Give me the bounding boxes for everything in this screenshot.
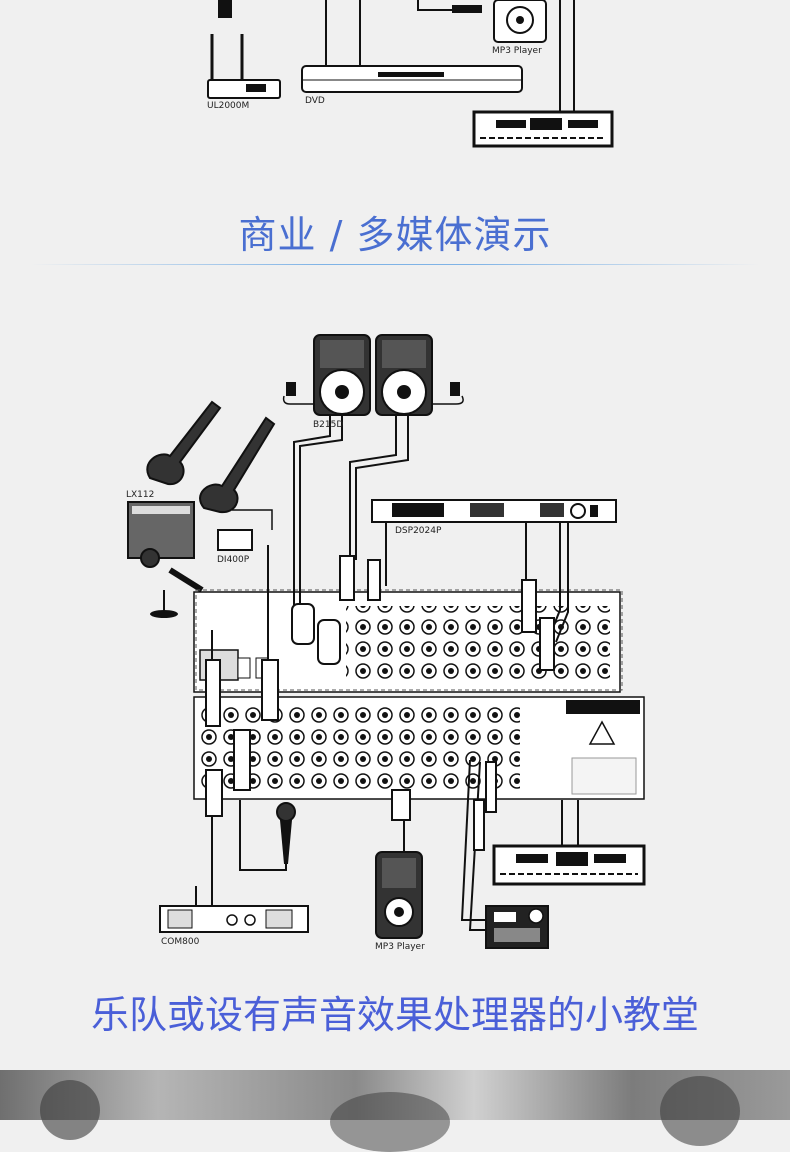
power-plug-left [282, 382, 314, 405]
b215d-speaker-left [313, 334, 371, 416]
connectors [205, 555, 555, 851]
section1-heading: 商业 / 多媒体演示 [238, 213, 552, 257]
com800-label: COM800 [161, 937, 200, 947]
connection-diagram [127, 0, 646, 949]
mp3-player-bottom [375, 830, 423, 939]
bass-guitar [199, 416, 276, 514]
section-divider [30, 264, 760, 265]
b215d-label: B215D [313, 420, 344, 430]
ul2000m-receiver [207, 0, 281, 99]
photo-silhouette [330, 1092, 450, 1152]
mixer-rear-panel [193, 589, 623, 693]
com800-compressor [159, 886, 309, 933]
power-plug-right [432, 382, 464, 405]
electric-guitar [146, 400, 222, 486]
mp3-player-top-label: MP3 Player [492, 46, 542, 56]
di400p-di-box [217, 509, 273, 551]
concert-photo-strip [0, 1070, 790, 1152]
ul2000m-label: UL2000M [207, 101, 250, 111]
dsp2024p-processor [371, 499, 617, 523]
photo-silhouette [660, 1076, 740, 1146]
b215d-speaker-right [375, 334, 433, 416]
cassette-deck-top [472, 0, 614, 148]
handheld-microphone [276, 802, 296, 864]
dsp2024p-label: DSP2024P [395, 526, 442, 536]
lx112-amplifier [127, 501, 195, 559]
vocal-microphone-stand [140, 548, 204, 618]
mp3-player-top [417, 0, 547, 43]
section2-heading: 乐队或设有声音效果处理器的小教堂 [90, 993, 699, 1037]
dvd-label: DVD [305, 96, 325, 106]
dvd-player [301, 0, 523, 93]
mp3-player-bottom-label: MP3 Player [375, 942, 425, 952]
drum-machine [485, 905, 549, 949]
cassette-deck-bottom [492, 844, 646, 886]
photo-silhouette [40, 1080, 100, 1140]
di400p-label: DI400P [217, 555, 250, 565]
lx112-label: LX112 [126, 490, 155, 500]
